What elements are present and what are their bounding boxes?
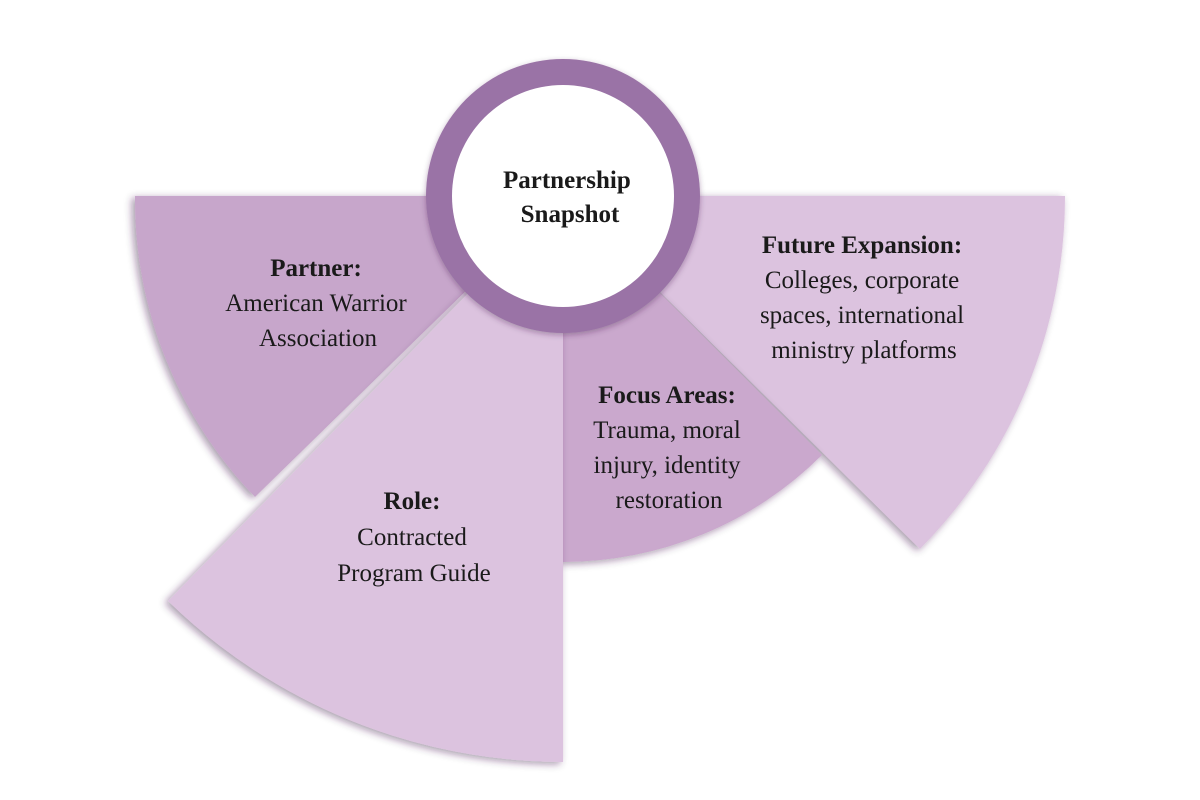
center-title-line1: Partnership	[503, 167, 631, 194]
center-title-line2: Snapshot	[521, 201, 620, 228]
future-line2: spaces, international	[760, 302, 964, 329]
future-expansion-text: Future Expansion: Colleges, corporate sp…	[760, 232, 968, 364]
focus-heading: Focus Areas:	[598, 382, 736, 409]
role-line1: Contracted	[357, 524, 467, 551]
role-heading: Role:	[384, 488, 441, 515]
focus-line1: Trauma, moral	[593, 417, 741, 444]
role-segment	[168, 196, 563, 762]
future-expansion-segment	[563, 196, 1065, 549]
partner-line1: American Warrior	[225, 290, 407, 317]
partner-line2: Association	[259, 325, 378, 352]
future-line3: ministry platforms	[771, 337, 956, 364]
role-text: Role: Contracted Program Guide	[337, 488, 490, 587]
center-title: Partnership Snapshot	[503, 167, 637, 228]
focus-areas-text: Focus Areas: Trauma, moral injury, ident…	[593, 382, 745, 514]
center-hole	[452, 85, 674, 307]
future-line1: Colleges, corporate	[765, 267, 959, 294]
future-heading: Future Expansion:	[762, 232, 962, 259]
focus-line3: restoration	[616, 487, 723, 514]
partner-heading: Partner:	[270, 255, 362, 282]
partner-text: Partner: American Warrior Association	[225, 255, 410, 352]
focus-line2: injury, identity	[594, 452, 741, 479]
role-line2: Program Guide	[337, 560, 490, 587]
